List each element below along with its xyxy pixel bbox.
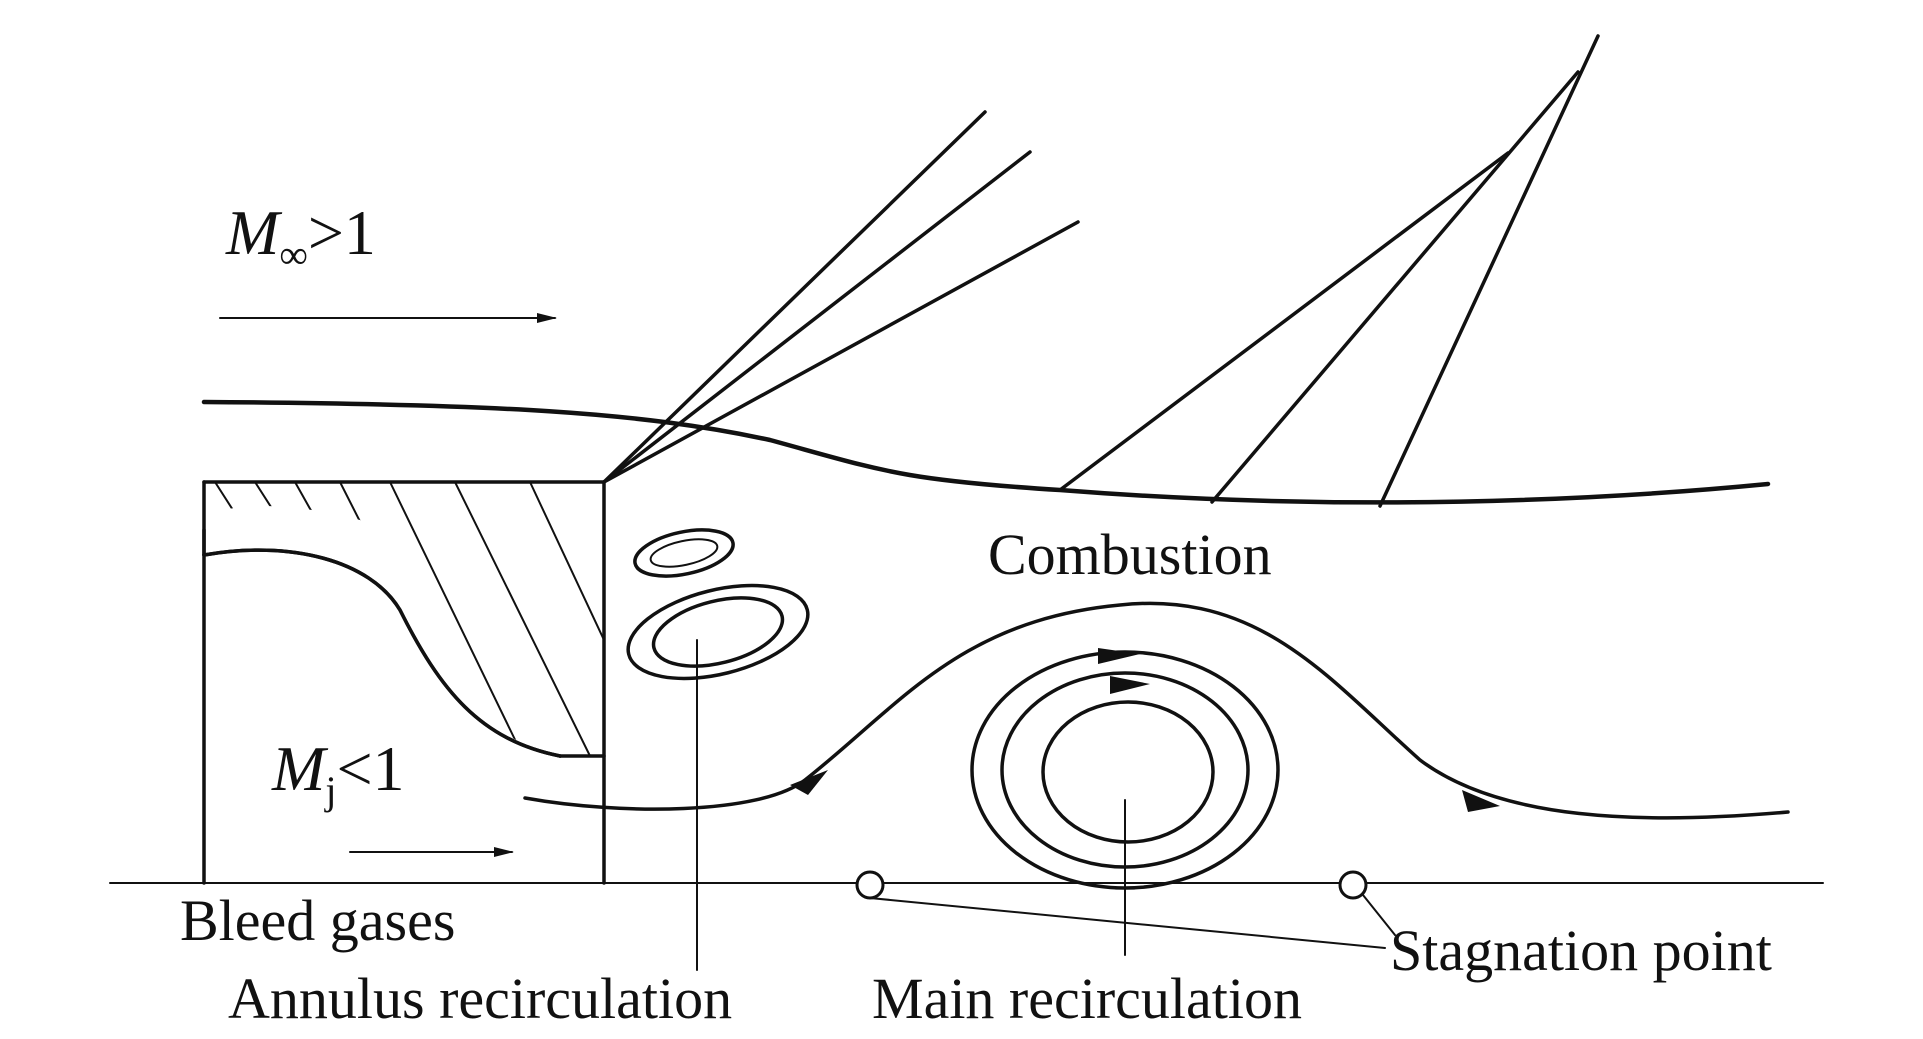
bleed-gases-label: Bleed gases xyxy=(180,888,455,953)
outer-boundary-line xyxy=(201,399,1771,505)
main-recirculation-label: Main recirculation xyxy=(872,966,1302,1031)
recompression-shocks xyxy=(1058,34,1600,508)
stagnation-point-label: Stagnation point xyxy=(1390,918,1772,983)
leader-stagnation-left xyxy=(869,897,1386,949)
annulus-small-vortex xyxy=(633,528,735,578)
base-body xyxy=(202,480,606,885)
leader-stagnation-right xyxy=(1362,894,1396,936)
streamline-arrow-1 xyxy=(790,770,828,795)
main-streamline xyxy=(523,601,1790,820)
freestream-mach-label: M∞>1 xyxy=(225,197,376,277)
stagnation-point-right xyxy=(1338,870,1368,900)
annulus-recirculation-label: Annulus recirculation xyxy=(228,966,732,1031)
combustion-label: Combustion xyxy=(988,522,1272,587)
expansion-fan xyxy=(602,110,1080,484)
streamline-arrow-2 xyxy=(1462,790,1500,812)
annulus-recirculation-vortex xyxy=(626,583,810,681)
jet-mach-label: Mj<1 xyxy=(271,733,405,813)
stagnation-point-left xyxy=(855,870,885,900)
